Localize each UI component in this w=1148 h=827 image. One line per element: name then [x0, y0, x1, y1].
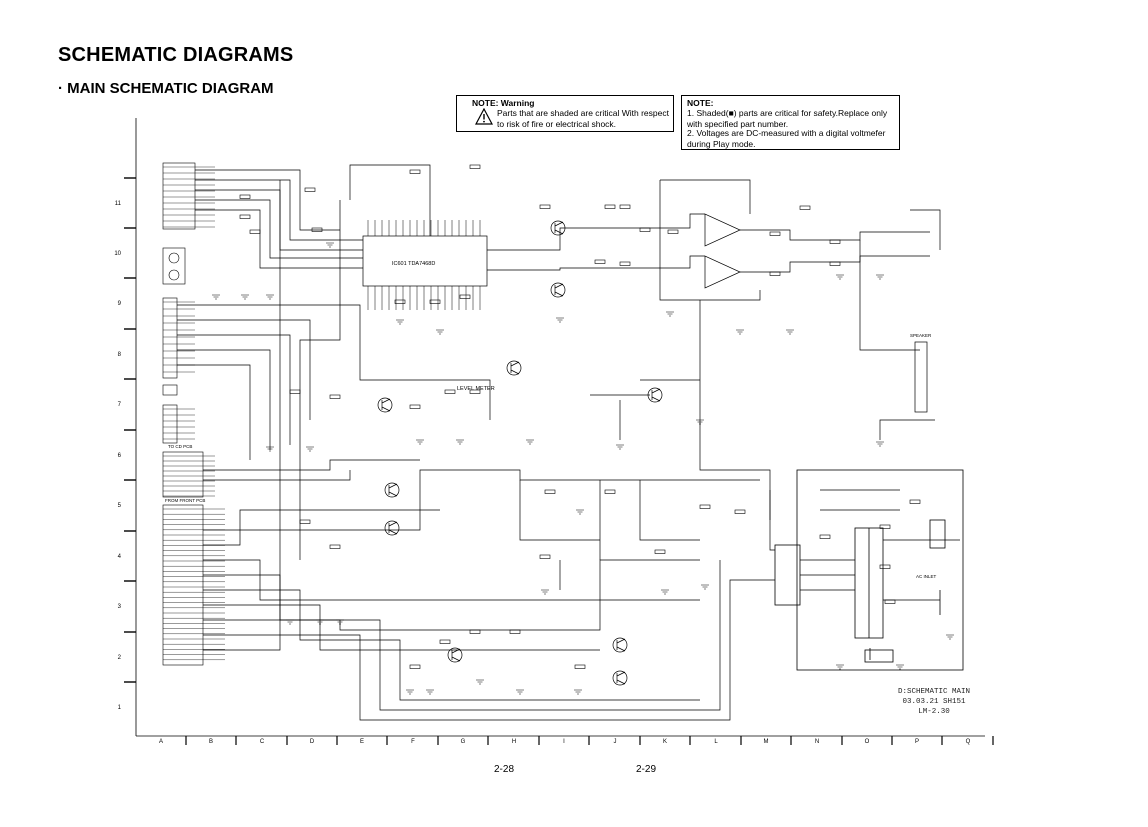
page-number-right: 2-29 [636, 764, 657, 775]
column-label-B: B [209, 739, 213, 745]
column-label-N: N [815, 739, 819, 745]
safety-note-box: NOTE: 1. Shaded(■) parts are critical fo… [681, 95, 900, 150]
column-label-C: C [260, 739, 265, 745]
column-label-A: A [159, 739, 163, 745]
left-connector-blocks [162, 162, 204, 666]
to-cd-pcb-label: TO CD PCB [168, 444, 192, 449]
ic601-block [362, 235, 488, 287]
column-label-E: E [360, 739, 364, 745]
column-label-F: F [411, 739, 415, 745]
row-labels: 11 10 9 8 7 6 5 4 3 2 1 [114, 201, 121, 711]
column-tick-marks [185, 736, 994, 745]
row-label-7: 7 [118, 402, 122, 408]
op-amp-symbols [704, 213, 741, 289]
row-label-9: 9 [118, 301, 122, 307]
connector-pin-lines [163, 166, 225, 660]
page-subtitle: · MAIN SCHEMATIC DIAGRAM [58, 80, 274, 97]
level-meter-label: LEVEL METER [457, 386, 495, 392]
row-label-4: 4 [118, 554, 122, 560]
row-label-1: 1 [118, 705, 122, 711]
warning-triangle-icon [475, 108, 493, 125]
wiring-traces [177, 164, 941, 721]
column-label-P: P [915, 739, 919, 745]
drawing-id-line-2: 03.03.21 SH151 [902, 698, 966, 706]
ground-symbols [212, 242, 954, 695]
row-label-10: 10 [114, 251, 121, 257]
power-supply-block [774, 469, 964, 671]
row-label-5: 5 [118, 503, 122, 509]
column-label-K: K [663, 739, 667, 745]
row-label-2: 2 [118, 655, 122, 661]
row-tick-marks [124, 177, 136, 683]
column-label-Q: Q [966, 739, 971, 745]
column-label-D: D [310, 739, 315, 745]
page-title: SCHEMATIC DIAGRAMS [58, 44, 294, 66]
column-label-J: J [614, 739, 617, 745]
note-item-1: 1. Shaded(■) parts are critical for safe… [687, 108, 888, 129]
resistor-symbols [239, 164, 921, 669]
column-label-L: L [714, 739, 718, 745]
column-label-I: I [563, 739, 565, 745]
column-label-G: G [461, 739, 466, 745]
column-label-H: H [512, 739, 516, 745]
ac-inlet-label: AC INLET [916, 574, 937, 579]
column-labels: A B C D E F G H I J K L M N O P Q [159, 739, 971, 745]
ic601-pins [367, 220, 481, 310]
column-label-M: M [764, 739, 769, 745]
transistor-symbols [377, 220, 663, 686]
warning-heading: NOTE: Warning [472, 98, 535, 108]
row-label-11: 11 [115, 201, 122, 207]
column-label-O: O [865, 739, 870, 745]
schematic-frame [135, 118, 985, 737]
note-heading: NOTE: [687, 98, 714, 108]
ic601-label: IC601 TDA7468D [392, 261, 435, 267]
row-label-3: 3 [118, 604, 122, 610]
note-item-2: 2. Voltages are DC-measured with a digit… [687, 128, 886, 149]
drawing-id-line-1: D:SCHEMATIC MAIN [897, 688, 970, 696]
row-label-8: 8 [118, 352, 122, 358]
from-front-pcb-label: FROM FRONT PCB [165, 498, 205, 503]
warning-text: Parts that are shaded are critical With … [497, 108, 669, 129]
warning-note-box: NOTE: Warning Parts that are shaded are … [456, 95, 674, 132]
drawing-id-line-3: LM-2.30 [918, 708, 950, 716]
speaker-label: SPEAKER [910, 333, 932, 338]
page-number-left: 2-28 [494, 764, 515, 775]
row-label-6: 6 [118, 453, 122, 459]
